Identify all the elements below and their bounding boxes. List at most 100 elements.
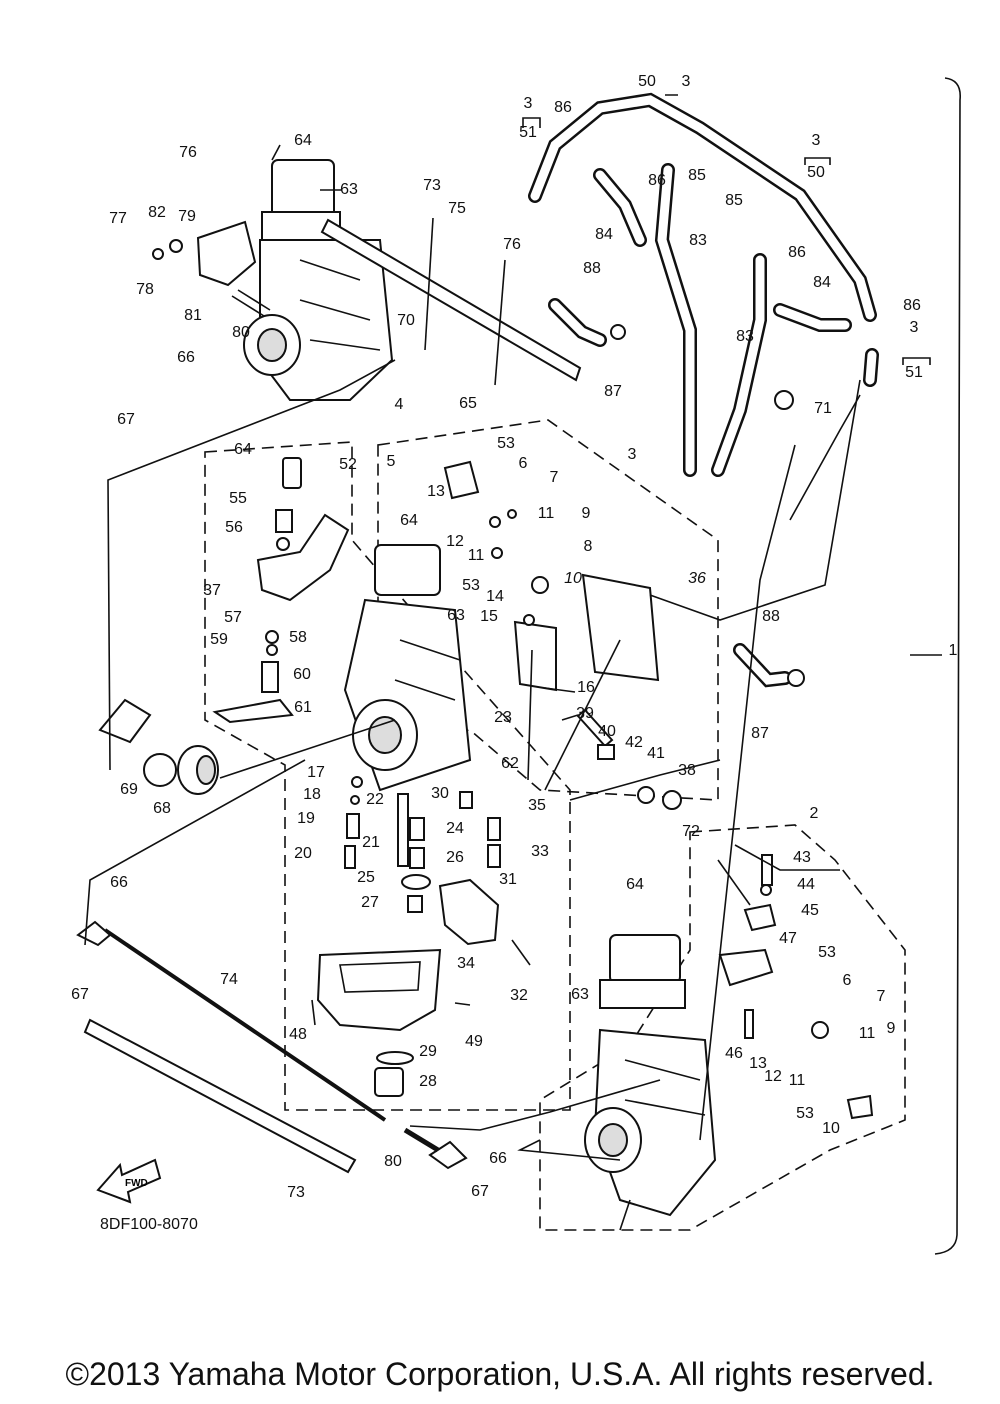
callout-83: 83 (736, 328, 754, 345)
callout-87: 87 (604, 383, 622, 400)
callout-83: 83 (689, 232, 707, 249)
callout-24: 24 (446, 820, 464, 837)
callout-66: 66 (110, 874, 128, 891)
subassembly-2-outline (539, 824, 906, 1231)
throttle-shaft (76, 920, 468, 1174)
assembly-bracket (934, 77, 962, 1255)
callout-16: 16 (577, 679, 595, 696)
callout-29: 29 (419, 1043, 437, 1060)
callout-21: 21 (362, 834, 380, 851)
callout-75: 75 (448, 200, 466, 217)
carburetor-exploded-diagram: FWD 64 (71, 73, 962, 1255)
callout-25: 25 (357, 869, 375, 886)
callout-55: 55 (229, 490, 247, 507)
leader-lines (84, 94, 931, 1231)
callout-63: 63 (447, 607, 465, 624)
callout-9: 9 (582, 505, 591, 522)
callout-73: 73 (287, 1184, 305, 1201)
copyright-notice: ©2013 Yamaha Motor Corporation, U.S.A. A… (65, 1356, 935, 1392)
callout-15: 15 (480, 608, 498, 625)
callout-38: 38 (678, 762, 696, 779)
callout-64: 64 (294, 132, 312, 149)
callout-3: 3 (524, 95, 533, 112)
callout-33: 33 (531, 843, 549, 860)
callout-11: 11 (789, 1072, 806, 1089)
callout-32: 32 (510, 987, 528, 1004)
callout-63: 63 (571, 986, 589, 1003)
diagram-code: 8DF100-8070 (100, 1216, 198, 1233)
callout-53: 53 (796, 1105, 814, 1122)
callout-87: 87 (751, 725, 769, 742)
callout-27: 27 (361, 894, 379, 911)
callout-3: 3 (628, 446, 637, 463)
callout-85: 85 (688, 167, 706, 184)
callout-88: 88 (583, 260, 601, 277)
callout-17: 17 (307, 764, 325, 781)
callout-8: 8 (584, 538, 593, 555)
callout-63: 63 (340, 181, 358, 198)
callout-6: 6 (843, 972, 852, 989)
callout-2: 2 (810, 805, 819, 822)
callout-12: 12 (446, 533, 464, 550)
callout-48: 48 (289, 1026, 307, 1043)
callout-18: 18 (303, 786, 321, 803)
throttle-valve-parts (212, 457, 350, 724)
callout-64: 64 (234, 441, 252, 458)
callout-44: 44 (797, 876, 815, 893)
callout-51: 51 (519, 124, 537, 141)
callout-76: 76 (179, 144, 197, 161)
callout-12: 12 (764, 1068, 782, 1085)
callout-13: 13 (427, 483, 445, 500)
callout-53: 53 (818, 944, 836, 961)
callout-52: 52 (339, 456, 357, 473)
callout-66: 66 (489, 1150, 507, 1167)
callout-62: 62 (501, 755, 519, 772)
callout-57: 57 (224, 609, 242, 626)
callout-56: 56 (225, 519, 243, 536)
callout-47: 47 (779, 930, 797, 947)
callout-61: 61 (294, 699, 312, 716)
callout-80: 80 (232, 324, 250, 341)
carburetor-top (243, 159, 394, 401)
callout-67: 67 (471, 1183, 489, 1200)
callout-36: 36 (688, 570, 706, 587)
jets (344, 649, 682, 966)
callout-86: 86 (903, 297, 921, 314)
callout-11: 11 (538, 505, 555, 522)
callout-51: 51 (905, 364, 923, 381)
callout-86: 86 (554, 99, 572, 116)
callout-10: 10 (564, 570, 582, 587)
callout-9: 9 (887, 1020, 896, 1037)
callout-39: 39 (576, 705, 594, 722)
callout-82: 82 (148, 204, 166, 221)
callout-79: 79 (178, 208, 196, 225)
callout-19: 19 (297, 810, 315, 827)
callout-41: 41 (647, 745, 665, 762)
callout-66: 66 (177, 349, 195, 366)
callout-50: 50 (807, 164, 825, 181)
throttle-bracket (152, 220, 271, 317)
callout-46: 46 (725, 1045, 743, 1062)
callout-28: 28 (419, 1073, 437, 1090)
fwd-label: FWD (125, 1178, 148, 1189)
callout-85: 85 (725, 192, 743, 209)
callout-86: 86 (788, 244, 806, 261)
callout-14: 14 (486, 588, 504, 605)
callout-53: 53 (462, 577, 480, 594)
callout-1: 1 (949, 642, 958, 659)
callout-72: 72 (682, 823, 700, 840)
callout-30: 30 (431, 785, 449, 802)
callout-34: 34 (457, 955, 475, 972)
callout-77: 77 (109, 210, 127, 227)
callout-71: 71 (814, 400, 832, 417)
callout-35: 35 (528, 797, 546, 814)
callout-13: 13 (749, 1055, 767, 1072)
callout-31: 31 (499, 871, 517, 888)
float-bowl (311, 948, 471, 1097)
callout-4: 4 (395, 396, 404, 413)
callout-67: 67 (117, 411, 135, 428)
callout-10: 10 (822, 1120, 840, 1137)
callout-84: 84 (813, 274, 831, 291)
throttle-pulley (98, 698, 219, 795)
